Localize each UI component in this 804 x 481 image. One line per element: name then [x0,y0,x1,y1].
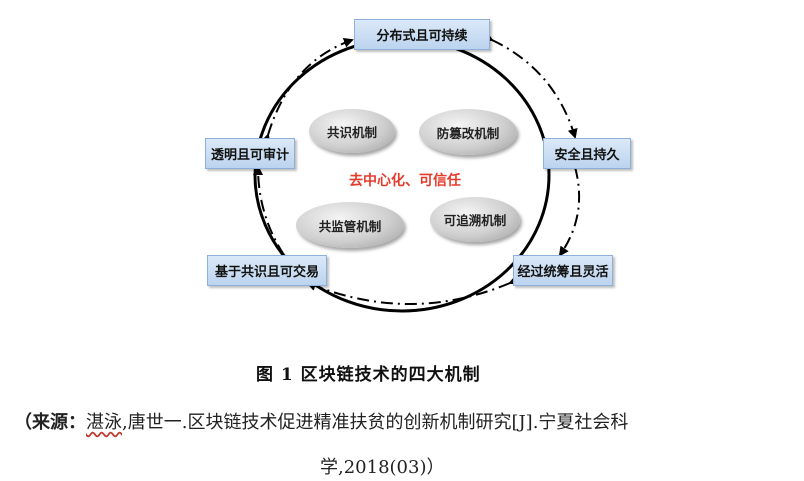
node-top: 分布式且可持续 [354,19,490,50]
node-left-upper: 透明且可审计 [205,138,295,169]
arrow-right-lower-left-lower [306,275,520,305]
arrow-top-right-upper [482,32,578,139]
figure-caption: 图 1 区块链技术的四大机制 [256,365,481,385]
mechanism-co-supervision: 共监管机制 [296,202,404,248]
source-rest: ,唐世一.区块链技术促进精准扶贫的创新机制研究[J].宁夏社会科 [122,412,629,433]
center-label: 去中心化、可信任 [349,173,461,189]
source-line-1: （来源：湛泳,唐世一.区块链技术促进精准扶贫的创新机制研究[J].宁夏社会科 [14,408,628,434]
source-line-2: 学,2018(03)） [320,457,445,478]
mechanism-consensus: 共识机制 [309,109,395,153]
node-right-lower: 经过统筹且灵活 [513,255,613,286]
node-left-lower: 基于共识且可交易 [207,255,327,286]
node-right-upper: 安全且持久 [543,138,631,169]
arrow-right-upper-right-lower [558,157,581,257]
source-author: 湛泳 [86,412,122,433]
mechanism-anti-tamper: 防篡改机制 [419,109,517,155]
arrow-left-lower-left-upper [253,165,293,265]
mechanism-traceable: 可追溯机制 [430,197,520,242]
source-open: （来源： [14,412,86,433]
